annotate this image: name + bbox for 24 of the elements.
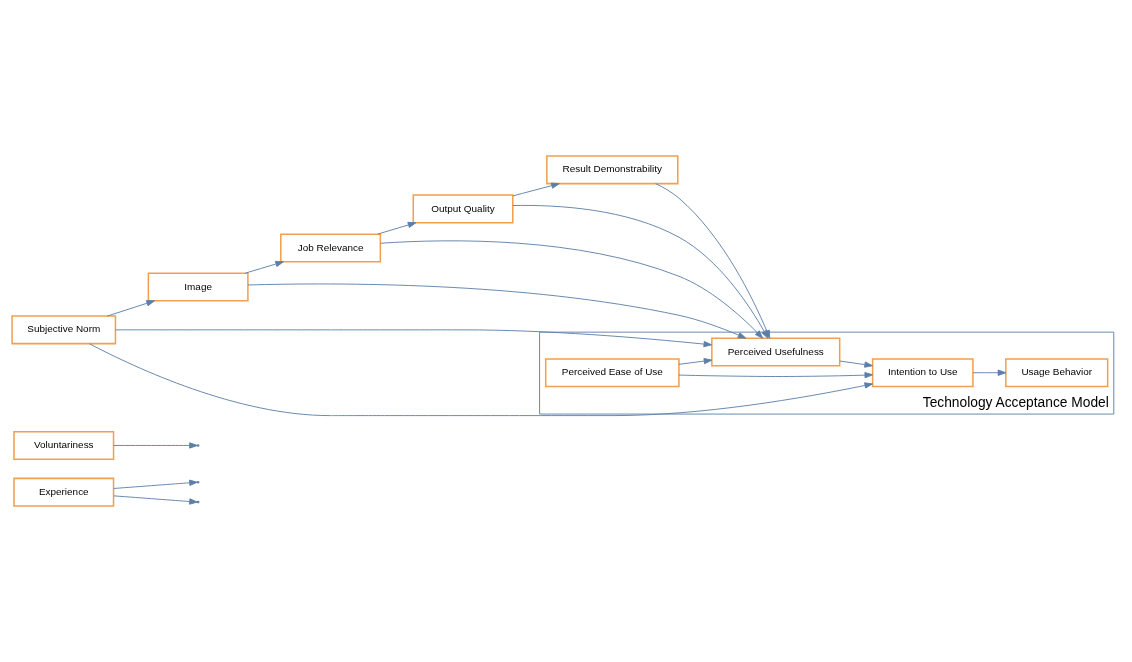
arrow (512, 182, 560, 197)
arrow (839, 360, 873, 368)
arrow (972, 369, 1007, 376)
node-box: Intention to Use (871, 358, 974, 388)
node-box: Voluntariness (13, 430, 115, 460)
node-box: Perceived Ease of Use (544, 358, 680, 388)
arrow (115, 329, 713, 348)
node-box: Subjective Norm (11, 315, 117, 345)
arrow (380, 240, 764, 339)
node-box: Perceived Usefulness (711, 337, 841, 367)
node-box: Output Quality (412, 194, 514, 224)
arrow (106, 300, 155, 317)
arrow (89, 343, 873, 417)
node-box: Result Demonstrability (546, 155, 679, 185)
arrow (247, 283, 747, 339)
node-box: Experience (13, 477, 115, 507)
arrow (377, 221, 417, 235)
arrow (244, 260, 284, 274)
arrow (678, 357, 713, 365)
node-box: Job Relevance (280, 233, 382, 263)
node-box: Usage Behavior (1005, 358, 1109, 388)
arrow (678, 372, 874, 379)
arrow (113, 442, 198, 449)
node-box: Image (147, 272, 249, 302)
